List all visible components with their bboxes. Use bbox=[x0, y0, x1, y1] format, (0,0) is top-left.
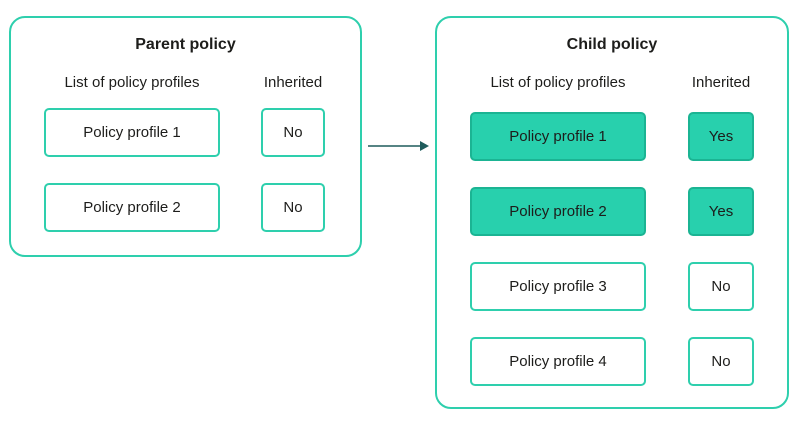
parent-inherited-column-label: Inherited bbox=[263, 74, 323, 91]
child-inherited-column-label: Inherited bbox=[691, 74, 751, 91]
parent-policy-panel: Parent policy List of policy profiles In… bbox=[9, 16, 362, 257]
child-policy-title: Child policy bbox=[566, 36, 658, 53]
parent-profile-1-inherited-box: No bbox=[261, 108, 325, 157]
child-profile-4-inherited-box: No bbox=[688, 337, 754, 386]
parent-profiles-column-label: List of policy profiles bbox=[64, 74, 200, 91]
child-profile-3-box: Policy profile 3 bbox=[470, 262, 646, 311]
child-policy-panel: Child policy List of policy profiles Inh… bbox=[435, 16, 789, 409]
child-profile-4-box: Policy profile 4 bbox=[470, 337, 646, 386]
child-profile-2-inherited-box: Yes bbox=[688, 187, 754, 236]
parent-profile-2-box: Policy profile 2 bbox=[44, 183, 220, 232]
parent-profile-2-inherited-box: No bbox=[261, 183, 325, 232]
child-profiles-column-label: List of policy profiles bbox=[490, 74, 626, 91]
arrow-right-icon bbox=[368, 141, 429, 151]
child-profile-1-box: Policy profile 1 bbox=[470, 112, 646, 161]
child-profile-3-inherited-box: No bbox=[688, 262, 754, 311]
child-profile-2-box: Policy profile 2 bbox=[470, 187, 646, 236]
parent-profile-1-box: Policy profile 1 bbox=[44, 108, 220, 157]
parent-policy-title: Parent policy bbox=[135, 36, 236, 53]
child-profile-1-inherited-box: Yes bbox=[688, 112, 754, 161]
